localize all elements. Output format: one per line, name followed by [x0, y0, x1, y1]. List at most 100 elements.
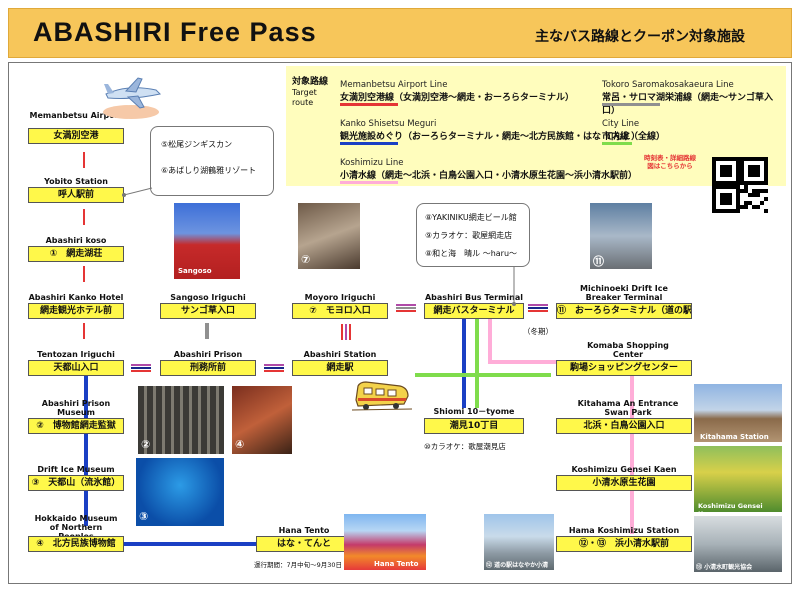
route-koshimizu-vertical [630, 364, 634, 534]
train-icon [352, 381, 412, 411]
stop-label-en: Sangoso Iriguchi [170, 293, 246, 302]
photo-caption: ② [141, 438, 151, 451]
callout-yobito-coupons: ⑤松尾ジンギスカン ⑥あばしり湖鶴雅リゾート [150, 126, 274, 196]
route-legend: 対象路線 Target route Memanbetsu Airport Lin… [286, 66, 786, 186]
legend-line-name: City Line [602, 119, 640, 129]
stop-abashiri-koso[interactable]: ① 網走湖荘 [28, 246, 124, 262]
photo-caption: ④ [235, 438, 245, 451]
route-transfer-symbol [79, 323, 89, 339]
photo-caption: ③ [139, 510, 149, 523]
page-title: ABASHIRI Free Pass [33, 17, 317, 47]
stop-label-en: Komaba Shopping Center [587, 341, 669, 359]
stop-label-en: Drift Ice Museum [37, 465, 115, 474]
callout-pointer [512, 266, 516, 306]
legend-line-name: Kanko Shisetsu Meguri [340, 119, 437, 129]
legend-line-text: 常呂・サロマ湖栄浦線（網走～サンゴ草入口） [602, 93, 774, 116]
stop-label-en: Abashiri Prison Museum [41, 399, 111, 417]
route-transfer-symbol [264, 363, 284, 374]
photo-prison-museum: ② [138, 386, 224, 454]
legend-line-text: 観光施設めぐり（おーろらターミナル・網走～北方民族館・はな てんと） [340, 132, 641, 142]
legend-line-name: Koshimizu Line [340, 158, 404, 168]
stop-label-en: Moyoro Iriguchi [304, 293, 376, 302]
route-transfer-symbol [528, 303, 548, 314]
stop-abashiri-prison[interactable]: 刑務所前 [160, 360, 256, 376]
photo-caption: ⑦ [301, 253, 311, 266]
route-koshimizu [488, 318, 492, 364]
route-transfer-symbol [79, 152, 89, 168]
stop-abashiri-prison-museum[interactable]: ② 博物館網走監獄 [28, 418, 124, 434]
photo-kitahama-station: Kitahama Station [694, 384, 782, 442]
stop-drift-ice-museum[interactable]: ③ 天都山（流氷館） [28, 475, 124, 491]
legend-title-en: Target route [292, 88, 317, 107]
photo-aurora-terminal: ⑪ [590, 203, 652, 269]
legend-line-swatch [602, 103, 660, 106]
photo-hanayaka-koshimizu: ⑫ 道の駅はなやか小清水 [484, 514, 554, 570]
hana-tento-period: 運行期間：7月中旬～9月30日 [254, 561, 343, 569]
route-kanko-left [84, 366, 88, 526]
photo-caption: ⑫ 道の駅はなやか小清水 [486, 562, 549, 569]
stop-tentozan-iriguchi[interactable]: 天都山入口 [28, 360, 124, 376]
stop-label-en: Kitahama An Entrance Swan Park [577, 399, 679, 417]
coupon-facility: ⑧和と海 晴ル ～haru～ [425, 249, 518, 258]
stop-aurora-terminal[interactable]: ⑪ おーろらターミナル（道の駅） [556, 303, 692, 319]
legend-line-swatch [340, 103, 398, 106]
stop-sangoso-iriguchi[interactable]: サンゴ草入口 [160, 303, 256, 319]
route-city-cross [415, 373, 551, 377]
stop-label-en: Abashiri Bus Terminal [424, 293, 523, 302]
stop-abashiri-bus-terminal[interactable]: 網走バスターミナル [424, 303, 524, 319]
route-tokoro [205, 323, 209, 339]
route-transfer-symbol [341, 324, 351, 340]
stop-label-en: Abashiri koso [45, 236, 107, 245]
stop-komaba-shopping-center[interactable]: 駒場ショッピングセンター [556, 360, 692, 376]
photo-gensei-kaen: Koshimizu Gensei Kaen [694, 446, 782, 512]
callout-terminal-coupons: ⑧YAKINIKU網走ビール館 ⑨カラオケ：歌屋網走店 ⑧和と海 晴ル ～har… [416, 203, 530, 267]
stop-abashiri-station[interactable]: 網走駅 [292, 360, 388, 376]
legend-line-text: 市内線（全線） [602, 132, 666, 142]
coupon-facility: ⑥あばしり湖鶴雅リゾート [161, 166, 257, 175]
route-kanko-bottom [122, 542, 258, 546]
photo-caption: ⑪ [593, 255, 604, 268]
photo-moyoro: ⑦ [298, 203, 360, 269]
page-subtitle: 主なバス路線とクーポン対象施設 [535, 29, 745, 45]
legend-line-swatch [340, 142, 398, 145]
route-kanko-terminal [462, 318, 466, 408]
stop-yobito-station[interactable]: 呼人駅前 [28, 187, 124, 203]
callout-pointer [122, 187, 153, 197]
stop-label-en: Tentozan Iriguchi [37, 350, 115, 359]
stop-koshimizu-gensei-kaen[interactable]: 小清水原生花園 [556, 475, 692, 491]
legend-line-text: 女満別空港線（女満別空港～網走・おーろらターミナル） [340, 93, 575, 103]
stop-hokkaido-museum[interactable]: ④ 北方民族博物館 [28, 536, 124, 552]
stop-hama-koshimizu-station[interactable]: ⑫・⑬ 浜小清水駅前 [556, 536, 692, 552]
legend-line-swatch [602, 142, 632, 145]
photo-hana-tento: Hana Tento [344, 514, 426, 570]
map-frame [8, 62, 792, 584]
stop-kitahama-swan-park[interactable]: 北浜・白鳥公園入口 [556, 418, 692, 434]
photo-sangoso: Sangoso [174, 203, 240, 279]
stop-label-en: Abashiri Kanko Hotel [28, 293, 124, 302]
stop-moyoro-iriguchi[interactable]: ⑦ モヨロ入口 [292, 303, 388, 319]
photo-caption: Sangoso [178, 267, 212, 275]
qr-note: 時刻表・詳細路線図はこちらから [644, 154, 696, 170]
route-transfer-symbol [79, 209, 89, 225]
route-transfer-symbol [131, 363, 151, 374]
stop-shiomi-10-tyome[interactable]: 潮見10丁目 [424, 418, 524, 434]
coupon-facility: ⑨カラオケ：歌屋網走店 [425, 231, 513, 240]
stop-abashiri-kanko-hotel[interactable]: 網走観光ホテル前 [28, 303, 124, 319]
stop-label-en: Hana Tento [278, 526, 330, 535]
legend-line-text: 小清水線（網走～北浜・白鳥公園入口・小清水原生花園～浜小清水駅前） [340, 171, 638, 181]
winter-note: （冬期） [523, 327, 553, 336]
legend-title-jp: 対象路線 [292, 77, 329, 87]
qr-code[interactable] [712, 157, 768, 213]
stop-label-en: Hama Koshimizu Station [568, 526, 680, 535]
route-city [475, 318, 479, 408]
shiomi-karaoke: ⑩カラオケ：歌屋潮見店 [424, 442, 506, 451]
stop-memanbetsu-airport[interactable]: 女満別空港 [28, 128, 124, 144]
stop-hana-tento[interactable]: はな・てんと [256, 536, 352, 552]
stop-label-en: Abashiri Prison [173, 350, 243, 359]
legend-line-swatch [340, 181, 398, 184]
legend-line-name: Tokoro Saromakosakaeura Line [602, 80, 734, 90]
legend-line-name: Memanbetsu Airport Line [340, 80, 448, 90]
route-transfer-symbol [79, 266, 89, 282]
route-transfer-symbol [396, 303, 416, 314]
